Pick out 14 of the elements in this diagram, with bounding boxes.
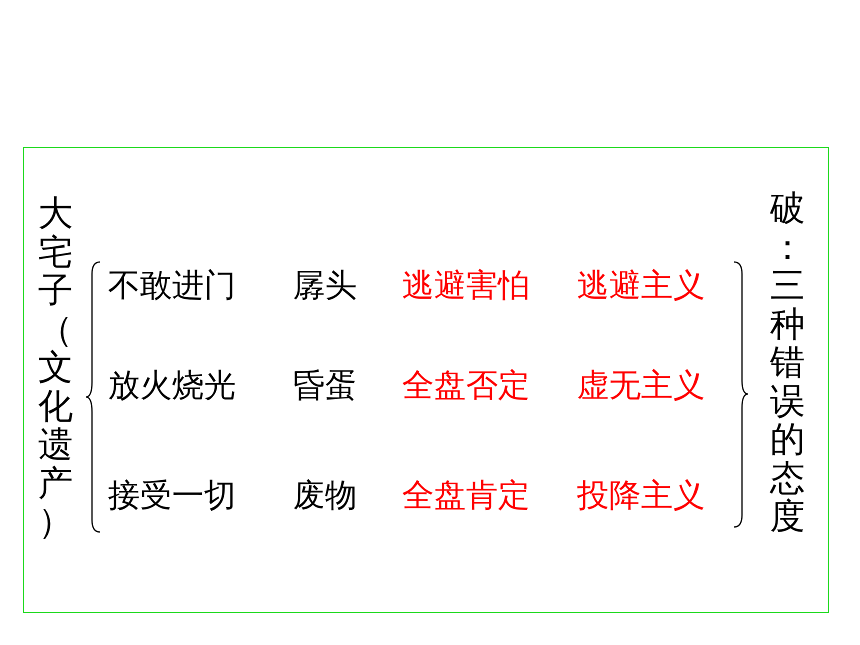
table-text: 孱头 (293, 265, 357, 305)
table-text: 放火烧光 (108, 365, 236, 405)
table-text: 逃避害怕 (402, 265, 530, 305)
table-text: 接受一切 (108, 475, 236, 515)
table-text: 虚无主义 (577, 365, 705, 405)
table-text: 逃避主义 (577, 265, 705, 305)
table-text: 不敢进门 (108, 265, 236, 305)
table-text: 全盘否定 (402, 365, 530, 405)
table-text: 昏蛋 (293, 365, 357, 405)
table-text: 投降主义 (577, 475, 705, 515)
vertical-title: 大宅子（文化遗产） (38, 195, 73, 542)
table-text: 废物 (293, 475, 357, 515)
vertical-heading: 破：三种错误的态度 (770, 190, 805, 536)
table-text: 全盘肯定 (402, 475, 530, 515)
